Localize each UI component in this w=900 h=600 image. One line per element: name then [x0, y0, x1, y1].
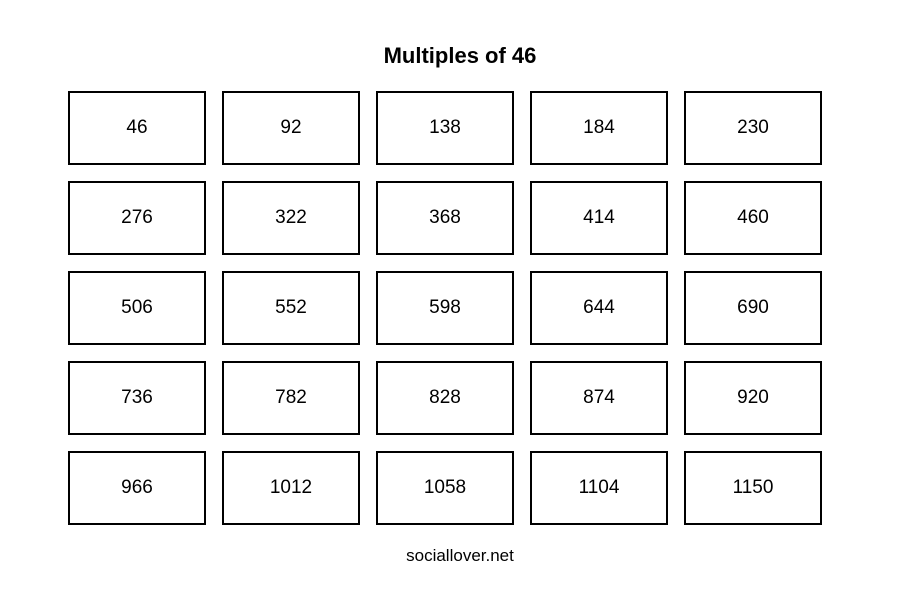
- multiple-cell: 1012: [222, 451, 360, 525]
- multiple-cell: 920: [684, 361, 822, 435]
- multiple-cell: 552: [222, 271, 360, 345]
- multiple-cell: 276: [68, 181, 206, 255]
- multiple-cell: 506: [68, 271, 206, 345]
- multiple-cell: 782: [222, 361, 360, 435]
- multiple-cell: 598: [376, 271, 514, 345]
- multiple-cell: 828: [376, 361, 514, 435]
- multiple-cell: 414: [530, 181, 668, 255]
- multiple-cell: 230: [684, 91, 822, 165]
- multiple-cell: 736: [68, 361, 206, 435]
- multiple-cell: 46: [68, 91, 206, 165]
- multiple-cell: 874: [530, 361, 668, 435]
- multiple-cell: 690: [684, 271, 822, 345]
- multiple-cell: 184: [530, 91, 668, 165]
- page-title: Multiples of 46: [383, 43, 537, 68]
- multiple-cell: 644: [530, 271, 668, 345]
- multiple-cell: 368: [376, 181, 514, 255]
- site-credit: sociallover.net: [406, 546, 514, 565]
- multiple-cell: 138: [376, 91, 514, 165]
- multiple-cell: 1150: [684, 451, 822, 525]
- multiple-cell: 1058: [376, 451, 514, 525]
- multiple-cell: 460: [684, 181, 822, 255]
- multiple-cell: 966: [68, 451, 206, 525]
- multiple-cell: 92: [222, 91, 360, 165]
- multiple-cell: 322: [222, 181, 360, 255]
- multiples-grid: 46 92 138 184 230 276 322 368 414 460 50…: [68, 91, 822, 525]
- multiple-cell: 1104: [530, 451, 668, 525]
